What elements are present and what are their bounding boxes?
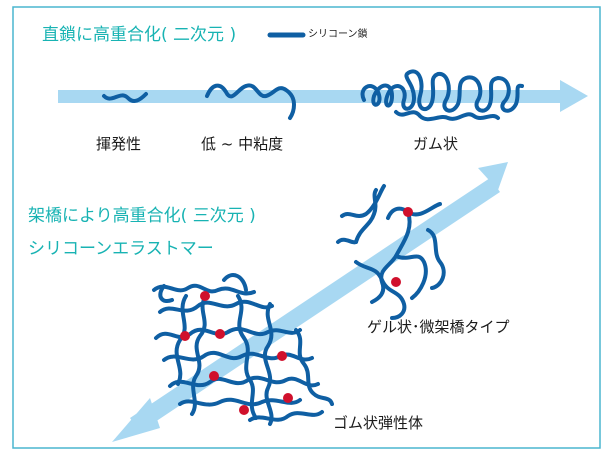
rubber-label: ゴム状弾性体: [333, 414, 424, 432]
short-chain: [102, 92, 148, 103]
crosslink-point: [403, 207, 413, 217]
legend-label: シリコーン鎖: [308, 29, 368, 40]
linear-heading: 直鎖に高重合化( 二次元 ): [42, 25, 237, 45]
rubber-network: [152, 273, 334, 426]
rubber-crosslinks: [180, 291, 293, 415]
elastomer-heading: シリコーンエラストマー: [28, 239, 214, 259]
crosslink-heading: 架橋により高重合化( 三次元 ): [28, 206, 256, 226]
stage-label-volatile: 揮発性: [96, 135, 142, 153]
stage-label-viscosity: 低 ~ 中粘度: [201, 135, 284, 153]
gum-chain-lower: [394, 110, 500, 122]
diagram-frame: [12, 6, 601, 449]
gel-network: [336, 184, 446, 320]
gel-label: ゲル状･微架橋タイプ: [367, 318, 510, 336]
polymerization-arrow-linear: [58, 80, 588, 112]
polymerization-arrow-crosslink: [112, 162, 508, 442]
medium-chain: [205, 83, 296, 120]
stage-label-gum: ガム状: [413, 135, 459, 153]
gum-chain: [360, 69, 524, 113]
crosslink-point: [391, 277, 401, 287]
